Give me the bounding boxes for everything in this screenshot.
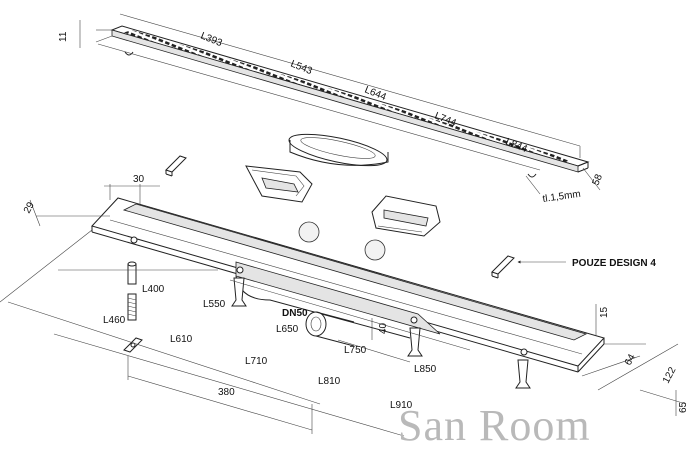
channel-length-label-3: L550 xyxy=(203,299,226,310)
trap-cover-inner xyxy=(300,137,376,159)
side-height-label: 15 xyxy=(599,306,610,318)
channel-length-label-4: L610 xyxy=(170,334,193,345)
dim-length-line-top xyxy=(119,13,581,147)
spacer-clip-left-edge-3 xyxy=(165,173,173,177)
leg-L460-thread xyxy=(127,297,137,317)
dim-thickness-leader xyxy=(525,175,541,195)
dim-inner-width-line xyxy=(581,355,641,377)
trap-cover-rim xyxy=(289,140,389,166)
trap-cover xyxy=(288,133,388,167)
dim-length-line-bottom xyxy=(97,43,541,171)
flange-hole-2 xyxy=(236,266,244,274)
dim-height-ext-bottom xyxy=(95,35,113,43)
channel-flange-end xyxy=(577,343,605,373)
outlet-pipe-top xyxy=(315,311,355,323)
grate xyxy=(110,25,590,178)
trap-cup-right-fins xyxy=(383,209,429,227)
channel-length-label-10: L910 xyxy=(390,400,413,411)
grate-length-label-2: L543 xyxy=(289,59,314,78)
grate-end-edge xyxy=(577,161,589,167)
dim-l710-line xyxy=(53,333,405,437)
foot-1 xyxy=(231,277,247,307)
channel-length-label-8: L810 xyxy=(318,376,341,387)
grate-thickness-label: tl.1,5mm xyxy=(542,189,582,205)
flange-hole-1 xyxy=(130,236,138,244)
channel-length-label-5: L650 xyxy=(276,324,299,335)
adjustment-legs xyxy=(123,261,143,353)
channel-length-label-9: L850 xyxy=(414,364,437,375)
dim-outer-width-line xyxy=(597,343,679,391)
channel-length-label-7: L750 xyxy=(344,345,367,356)
channel-trough xyxy=(235,261,441,335)
channel-inner-line xyxy=(109,219,583,355)
grate-end-edge-lower xyxy=(577,167,589,173)
channel-inner-slot xyxy=(122,203,588,341)
outlet-pipe-bottom xyxy=(315,335,355,347)
outlet-pipe-inner xyxy=(310,316,322,332)
dim-l610-line xyxy=(7,301,321,405)
grate-length-label-1: L393 xyxy=(199,31,224,50)
channel-length-label-6: L710 xyxy=(245,356,268,367)
flange-width-label: 30 xyxy=(133,174,145,185)
leg-length-label-2: L460 xyxy=(103,315,126,326)
leg-L400 xyxy=(127,263,137,285)
outlet-pipe xyxy=(305,311,327,337)
spacer-clip-left xyxy=(165,155,187,173)
outer-width-label: 122 xyxy=(661,365,679,385)
dim-foot-height-ext xyxy=(639,389,687,405)
dim-l750-line xyxy=(337,339,411,363)
dim-depth-line xyxy=(29,199,41,227)
loose-parts: POUZE DESIGN 4 xyxy=(165,133,656,279)
trap-cup-right-inner xyxy=(377,225,423,233)
outlet-label: DN50 xyxy=(282,308,308,319)
outlet-height-label: 40 xyxy=(378,322,389,334)
note-label: POUZE DESIGN 4 xyxy=(572,258,656,269)
dim-l650-line xyxy=(229,279,471,351)
inner-width-label: 64 xyxy=(623,352,638,367)
trap-cup-left-inner xyxy=(251,169,305,197)
grate-tab-left xyxy=(124,51,134,56)
dim-left-diagonal xyxy=(0,229,93,303)
grate-height-label: 11 xyxy=(58,31,69,42)
leg-L400-top xyxy=(127,261,137,267)
flange-hole-3 xyxy=(410,316,418,324)
spacer-clip-design4 xyxy=(491,255,515,275)
channel-body xyxy=(91,197,605,389)
dim-width-line xyxy=(582,167,601,191)
float-ball-right xyxy=(364,239,386,261)
grate-width-label: 58 xyxy=(591,172,606,187)
foot-3 xyxy=(515,359,531,389)
foot-spacing-label: 380 xyxy=(218,387,235,398)
watermark-text: San Room xyxy=(398,401,591,450)
grate-perforation xyxy=(122,30,572,163)
trap-cup-left-fins xyxy=(261,177,299,193)
spacer-clip-design4-edge-2 xyxy=(491,275,499,279)
depth-label: 29 xyxy=(22,200,37,215)
float-ball-left xyxy=(298,221,320,243)
dim-380-line xyxy=(127,375,313,431)
foot-height-label: 65 xyxy=(678,401,689,413)
flange-hole-4 xyxy=(520,348,528,356)
foot-2 xyxy=(407,327,423,357)
leg-length-label-1: L400 xyxy=(142,284,165,295)
grate-tab-right xyxy=(527,173,537,178)
